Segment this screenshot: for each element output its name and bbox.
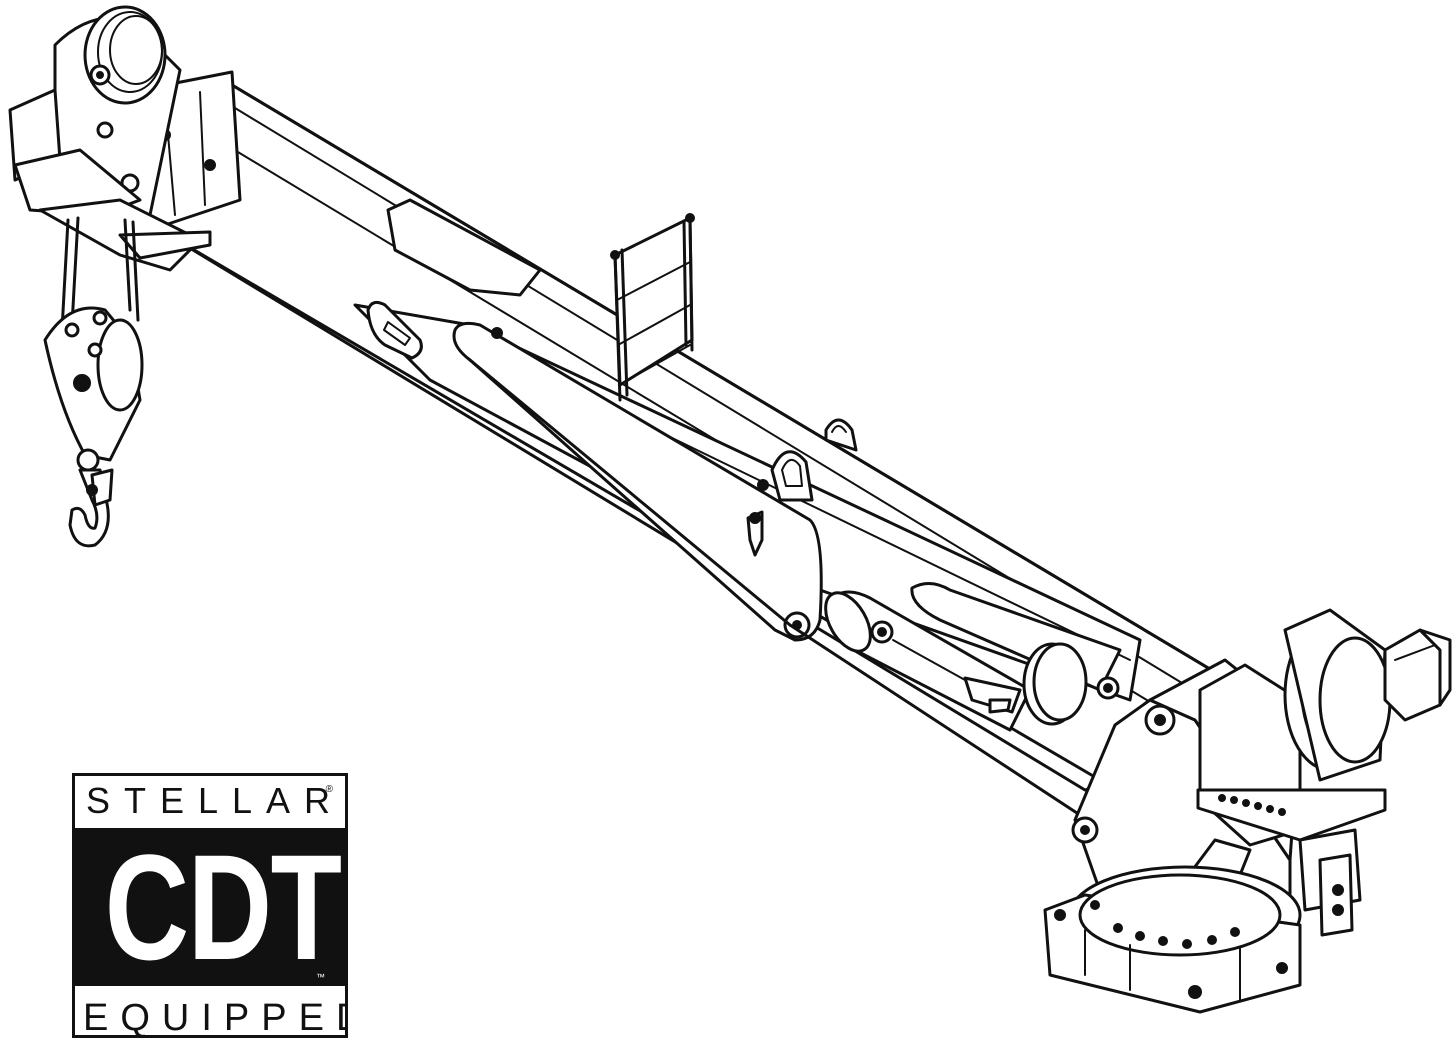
hoist-rope <box>60 216 140 332</box>
boom-tie-rod <box>468 358 792 627</box>
logo-brand-text: STELLAR <box>85 780 345 821</box>
logo-mark-text: CDT <box>104 823 342 991</box>
crane-hook <box>68 468 114 548</box>
winch-motor <box>1383 628 1452 722</box>
boom-ladder <box>610 213 695 402</box>
winch-mount-plate <box>1196 788 1387 842</box>
tip-rope-guard <box>8 88 212 272</box>
lifting-eye-upper <box>824 418 858 452</box>
registered-mark: ® <box>325 784 333 795</box>
hook-block <box>43 306 144 472</box>
logo-black-band <box>75 828 345 986</box>
boom-side-plate <box>452 321 823 642</box>
base-pulley <box>1022 642 1120 726</box>
trademark-symbol: ™ <box>316 972 325 982</box>
boom-latch-pin <box>491 327 769 557</box>
lifting-eye-lower <box>770 450 814 502</box>
boom-handle <box>366 300 423 360</box>
control-valve-block <box>1298 828 1362 937</box>
cylinder-sensor <box>892 639 1022 714</box>
turntable-base <box>1043 865 1302 1014</box>
boom-wear-pad <box>386 198 542 297</box>
logo-tagline-text: EQUIPPED <box>83 997 348 1038</box>
stellar-cdt-equipped-logo: STELLAR ® CDT ™ EQUIPPED <box>72 773 348 1038</box>
